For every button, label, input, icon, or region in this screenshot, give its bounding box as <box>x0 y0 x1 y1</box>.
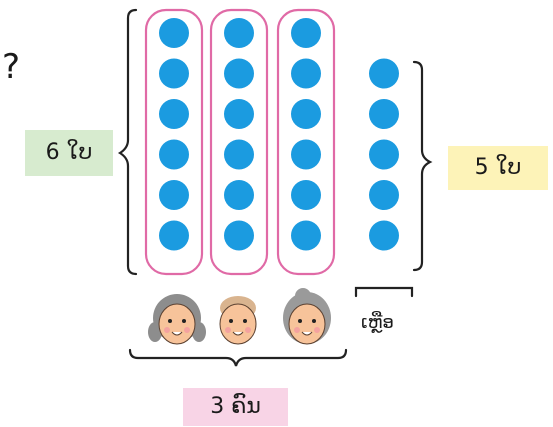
dot <box>159 99 189 129</box>
dot <box>369 180 399 210</box>
question-mark: ? <box>2 47 21 87</box>
dot <box>159 220 189 251</box>
dot <box>369 99 399 129</box>
group-outline <box>276 8 336 276</box>
brackets <box>117 8 433 367</box>
column-groups <box>144 8 336 276</box>
dot <box>224 139 254 170</box>
dot <box>291 139 321 170</box>
dot <box>224 99 254 129</box>
grandmother-face-icon <box>283 288 331 345</box>
dot <box>224 180 254 210</box>
dot <box>224 220 254 251</box>
group-outline <box>209 8 269 276</box>
people-faces <box>148 288 331 345</box>
people-count-label: 3 ຄົນ <box>183 388 288 426</box>
dot <box>159 58 189 89</box>
dot <box>159 180 189 210</box>
leftover-count-label: 5 ໃບ <box>448 146 548 190</box>
dot <box>369 139 399 170</box>
dot <box>159 18 189 48</box>
dot <box>159 139 189 170</box>
dot <box>291 220 321 251</box>
dot <box>224 18 254 48</box>
dot <box>369 58 399 89</box>
leftover-word: ເຫຼືອ <box>361 312 394 333</box>
dot <box>291 58 321 89</box>
leftover-bracket <box>354 286 414 298</box>
dot <box>291 99 321 129</box>
dot <box>224 58 254 89</box>
left-brace <box>117 8 138 276</box>
boy-face-icon <box>219 296 257 345</box>
right-brace <box>412 60 433 272</box>
group-size-label: 6 ໃບ <box>25 130 113 176</box>
people-brace <box>128 348 348 367</box>
dot-grid <box>159 18 399 251</box>
girl-face-icon <box>148 294 206 345</box>
dot <box>369 220 399 251</box>
group-outline <box>144 8 204 276</box>
dot <box>291 18 321 48</box>
dot <box>291 180 321 210</box>
